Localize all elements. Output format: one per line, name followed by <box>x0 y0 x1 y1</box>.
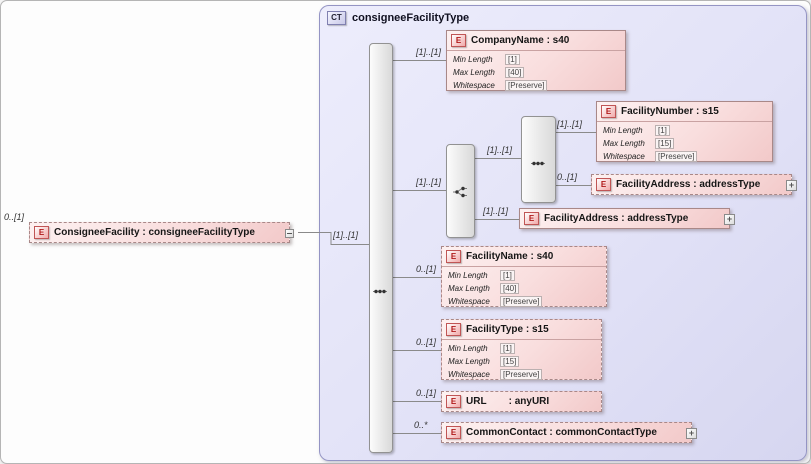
expand-icon[interactable]: + <box>724 214 735 225</box>
element-facilityaddress-optional[interactable]: E FacilityAddress : addressType + <box>591 174 797 195</box>
element-facilityname[interactable]: E FacilityName : s40 Min Length [1] Max … <box>441 246 607 307</box>
element-icon: E <box>446 323 461 336</box>
facet-row: Min Length [1] <box>448 269 600 282</box>
element-commoncontact[interactable]: E CommonContact : commonContactType + <box>441 422 697 443</box>
element-facilitytype[interactable]: E FacilityType : s15 Min Length [1] Max … <box>441 319 602 380</box>
facet-list: Min Length [1] Max Length [40] Whitespac… <box>447 50 625 92</box>
cardinality-label: [1]..[1] <box>483 206 509 216</box>
facet-row: Max Length [15] <box>603 137 766 150</box>
element-label: FacilityNumber : s15 <box>621 106 719 117</box>
element-companyname[interactable]: E CompanyName : s40 Min Length [1] Max L… <box>446 30 626 91</box>
cardinality-label: 0..[1] <box>416 337 437 347</box>
cardinality-label: 0..* <box>414 420 428 430</box>
expand-icon[interactable]: + <box>686 428 697 439</box>
complex-type-title: consigneeFacilityType <box>352 12 470 24</box>
element-label: FacilityAddress : addressType <box>544 213 689 224</box>
expand-icon[interactable]: + <box>786 180 797 191</box>
choice-compositor[interactable] <box>446 144 475 238</box>
element-facilityaddress-required[interactable]: E FacilityAddress : addressType + <box>519 208 735 229</box>
collapse-handle-icon[interactable] <box>285 229 294 238</box>
facet-row: Min Length [1] <box>448 342 595 355</box>
facet-list: Min Length [1] Max Length [15] Whitespac… <box>597 121 772 163</box>
facet-row: Max Length [15] <box>448 355 595 368</box>
element-icon: E <box>451 34 466 47</box>
inner-sequence-compositor[interactable] <box>521 116 556 203</box>
root-element-label: ConsigneeFacility : consigneeFacilityTyp… <box>54 227 255 238</box>
cardinality-label: 0..[1] <box>416 388 437 398</box>
cardinality-label: [1]..[1] <box>416 47 442 57</box>
element-icon: E <box>601 105 616 118</box>
element-label: CompanyName : s40 <box>471 35 570 46</box>
sequence-icon <box>372 283 388 301</box>
element-icon: E <box>446 426 461 439</box>
element-label: FacilityType : s15 <box>466 324 549 335</box>
cardinality-label: 0..[1] <box>416 264 437 274</box>
element-label: FacilityName : s40 <box>466 251 554 262</box>
facet-row: Min Length [1] <box>603 124 766 137</box>
facet-row: Whitespace [Preserve] <box>453 79 619 92</box>
element-url[interactable]: E URL : anyURI <box>441 391 602 412</box>
cardinality-label: [1]..[1] <box>487 145 513 155</box>
cardinality-label: 0..[1] <box>4 212 25 222</box>
cardinality-label: [1]..[1] <box>333 230 359 240</box>
cardinality-label: [1]..[1] <box>416 177 442 187</box>
facet-list: Min Length [1] Max Length [15] Whitespac… <box>442 339 601 381</box>
cardinality-label: [1]..[1] <box>557 119 583 129</box>
element-icon: E <box>524 212 539 225</box>
sequence-compositor[interactable] <box>369 43 393 453</box>
root-element-consigneefacility[interactable]: E ConsigneeFacility : consigneeFacilityT… <box>29 222 294 243</box>
element-label: FacilityAddress : addressType <box>616 179 761 190</box>
facet-list: Min Length [1] Max Length [40] Whitespac… <box>442 266 606 308</box>
facet-row: Whitespace [Preserve] <box>448 295 600 308</box>
element-label: CommonContact : commonContactType <box>466 427 657 438</box>
facet-row: Min Length [1] <box>453 53 619 66</box>
choice-icon <box>452 185 468 203</box>
facet-row: Max Length [40] <box>453 66 619 79</box>
element-label: URL : anyURI <box>466 396 550 407</box>
sequence-icon <box>530 155 546 173</box>
element-icon: E <box>596 178 611 191</box>
facet-row: Max Length [40] <box>448 282 600 295</box>
cardinality-label: 0..[1] <box>557 172 578 182</box>
complex-type-icon: CT <box>327 11 346 25</box>
element-icon: E <box>34 226 49 239</box>
complex-type-header: CT consigneeFacilityType <box>327 11 469 25</box>
facet-row: Whitespace [Preserve] <box>448 368 595 381</box>
element-facilitynumber[interactable]: E FacilityNumber : s15 Min Length [1] Ma… <box>596 101 773 162</box>
facet-row: Whitespace [Preserve] <box>603 150 766 163</box>
element-icon: E <box>446 250 461 263</box>
element-icon: E <box>446 395 461 408</box>
